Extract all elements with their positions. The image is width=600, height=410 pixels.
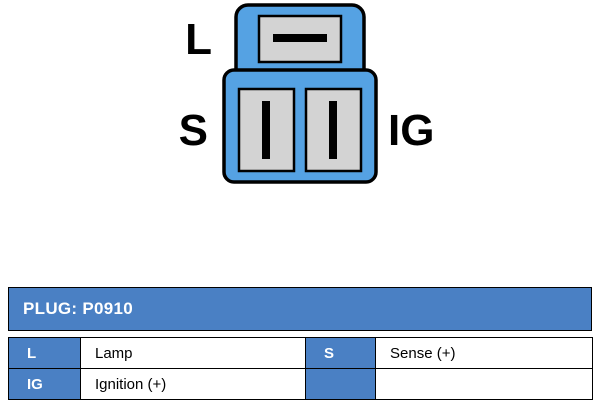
terminal-label-ig: IG — [388, 106, 434, 155]
terminal-label-l: L — [185, 15, 212, 64]
desc-cell — [375, 368, 593, 400]
desc-cell: Ignition (+) — [80, 368, 306, 400]
terminal-ig-slot — [329, 101, 337, 159]
table-row: IG Ignition (+) — [8, 368, 593, 400]
pinout-section: PLUG: P0910 L Lamp S Sense (+) IG Igniti… — [8, 287, 593, 400]
plug-title: PLUG: P0910 — [23, 299, 134, 318]
connector-diagram-area: L S IG — [179, 3, 434, 184]
desc-cell: Lamp — [80, 337, 306, 369]
pin-cell — [305, 368, 376, 400]
pin-cell: L — [8, 337, 81, 369]
connector-diagram: L S IG — [179, 3, 434, 184]
desc-cell: Sense (+) — [375, 337, 593, 369]
terminal-label-s: S — [179, 106, 208, 155]
terminal-s-slot — [262, 101, 270, 159]
pin-cell: S — [305, 337, 376, 369]
table-row: L Lamp S Sense (+) — [8, 337, 593, 369]
terminal-l — [257, 14, 343, 64]
pin-cell: IG — [8, 368, 81, 400]
plug-table-header: PLUG: P0910 — [8, 287, 592, 331]
pinout-table: L Lamp S Sense (+) IG Ignition (+) — [8, 337, 593, 400]
terminal-l-slot — [273, 34, 327, 42]
